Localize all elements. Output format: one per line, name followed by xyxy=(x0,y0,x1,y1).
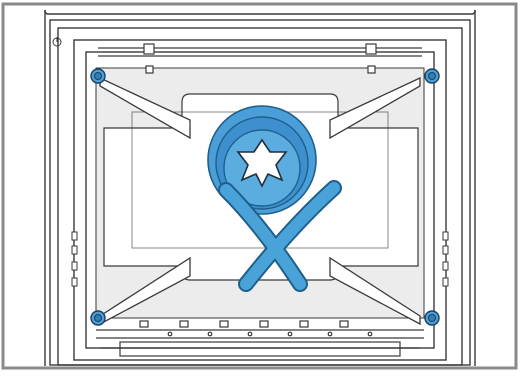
oven-cavity-outline xyxy=(44,10,476,366)
back-panel-inner xyxy=(131,111,389,249)
corner-screw-bottom-left xyxy=(90,310,106,326)
top-rail xyxy=(98,43,422,74)
side-slots xyxy=(71,231,449,287)
diagonal-braces xyxy=(99,76,421,326)
corner-screw-top-left xyxy=(90,68,106,84)
prohibited-x-icon xyxy=(218,180,342,292)
corner-screw-top-right xyxy=(424,68,440,84)
torx-screw-icon xyxy=(207,105,317,215)
corner-screw-bottom-right xyxy=(424,310,440,326)
power-symbol-icon xyxy=(52,37,62,47)
bottom-rail xyxy=(96,320,424,357)
